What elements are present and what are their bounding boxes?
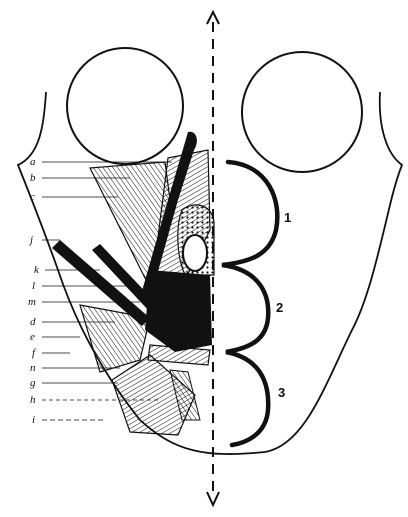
label-n: n (30, 362, 36, 374)
label-i: i (32, 414, 35, 426)
label-e: e (30, 331, 35, 343)
zone-label-2: 2 (276, 300, 283, 315)
label-j: j (28, 234, 33, 246)
right-orbit (242, 52, 362, 172)
nostril (183, 235, 207, 271)
label-h: h (30, 394, 36, 406)
label-b: b (30, 172, 36, 184)
zone-label-3: 3 (278, 385, 285, 400)
label-c: c (30, 191, 35, 203)
label-f: f (32, 347, 37, 359)
label-l: l (32, 280, 35, 292)
down-arrow-icon (207, 492, 219, 505)
left-orbit (67, 48, 183, 164)
label-a: a (30, 156, 36, 168)
central-dark-mass (145, 270, 212, 352)
muscle-illustration (52, 132, 214, 435)
zone-label-1: 1 (284, 210, 291, 225)
label-k: k (34, 264, 40, 276)
zone-bracket (222, 162, 277, 445)
label-d: d (30, 316, 36, 328)
label-g: g (30, 377, 36, 389)
label-m: m (28, 296, 36, 308)
